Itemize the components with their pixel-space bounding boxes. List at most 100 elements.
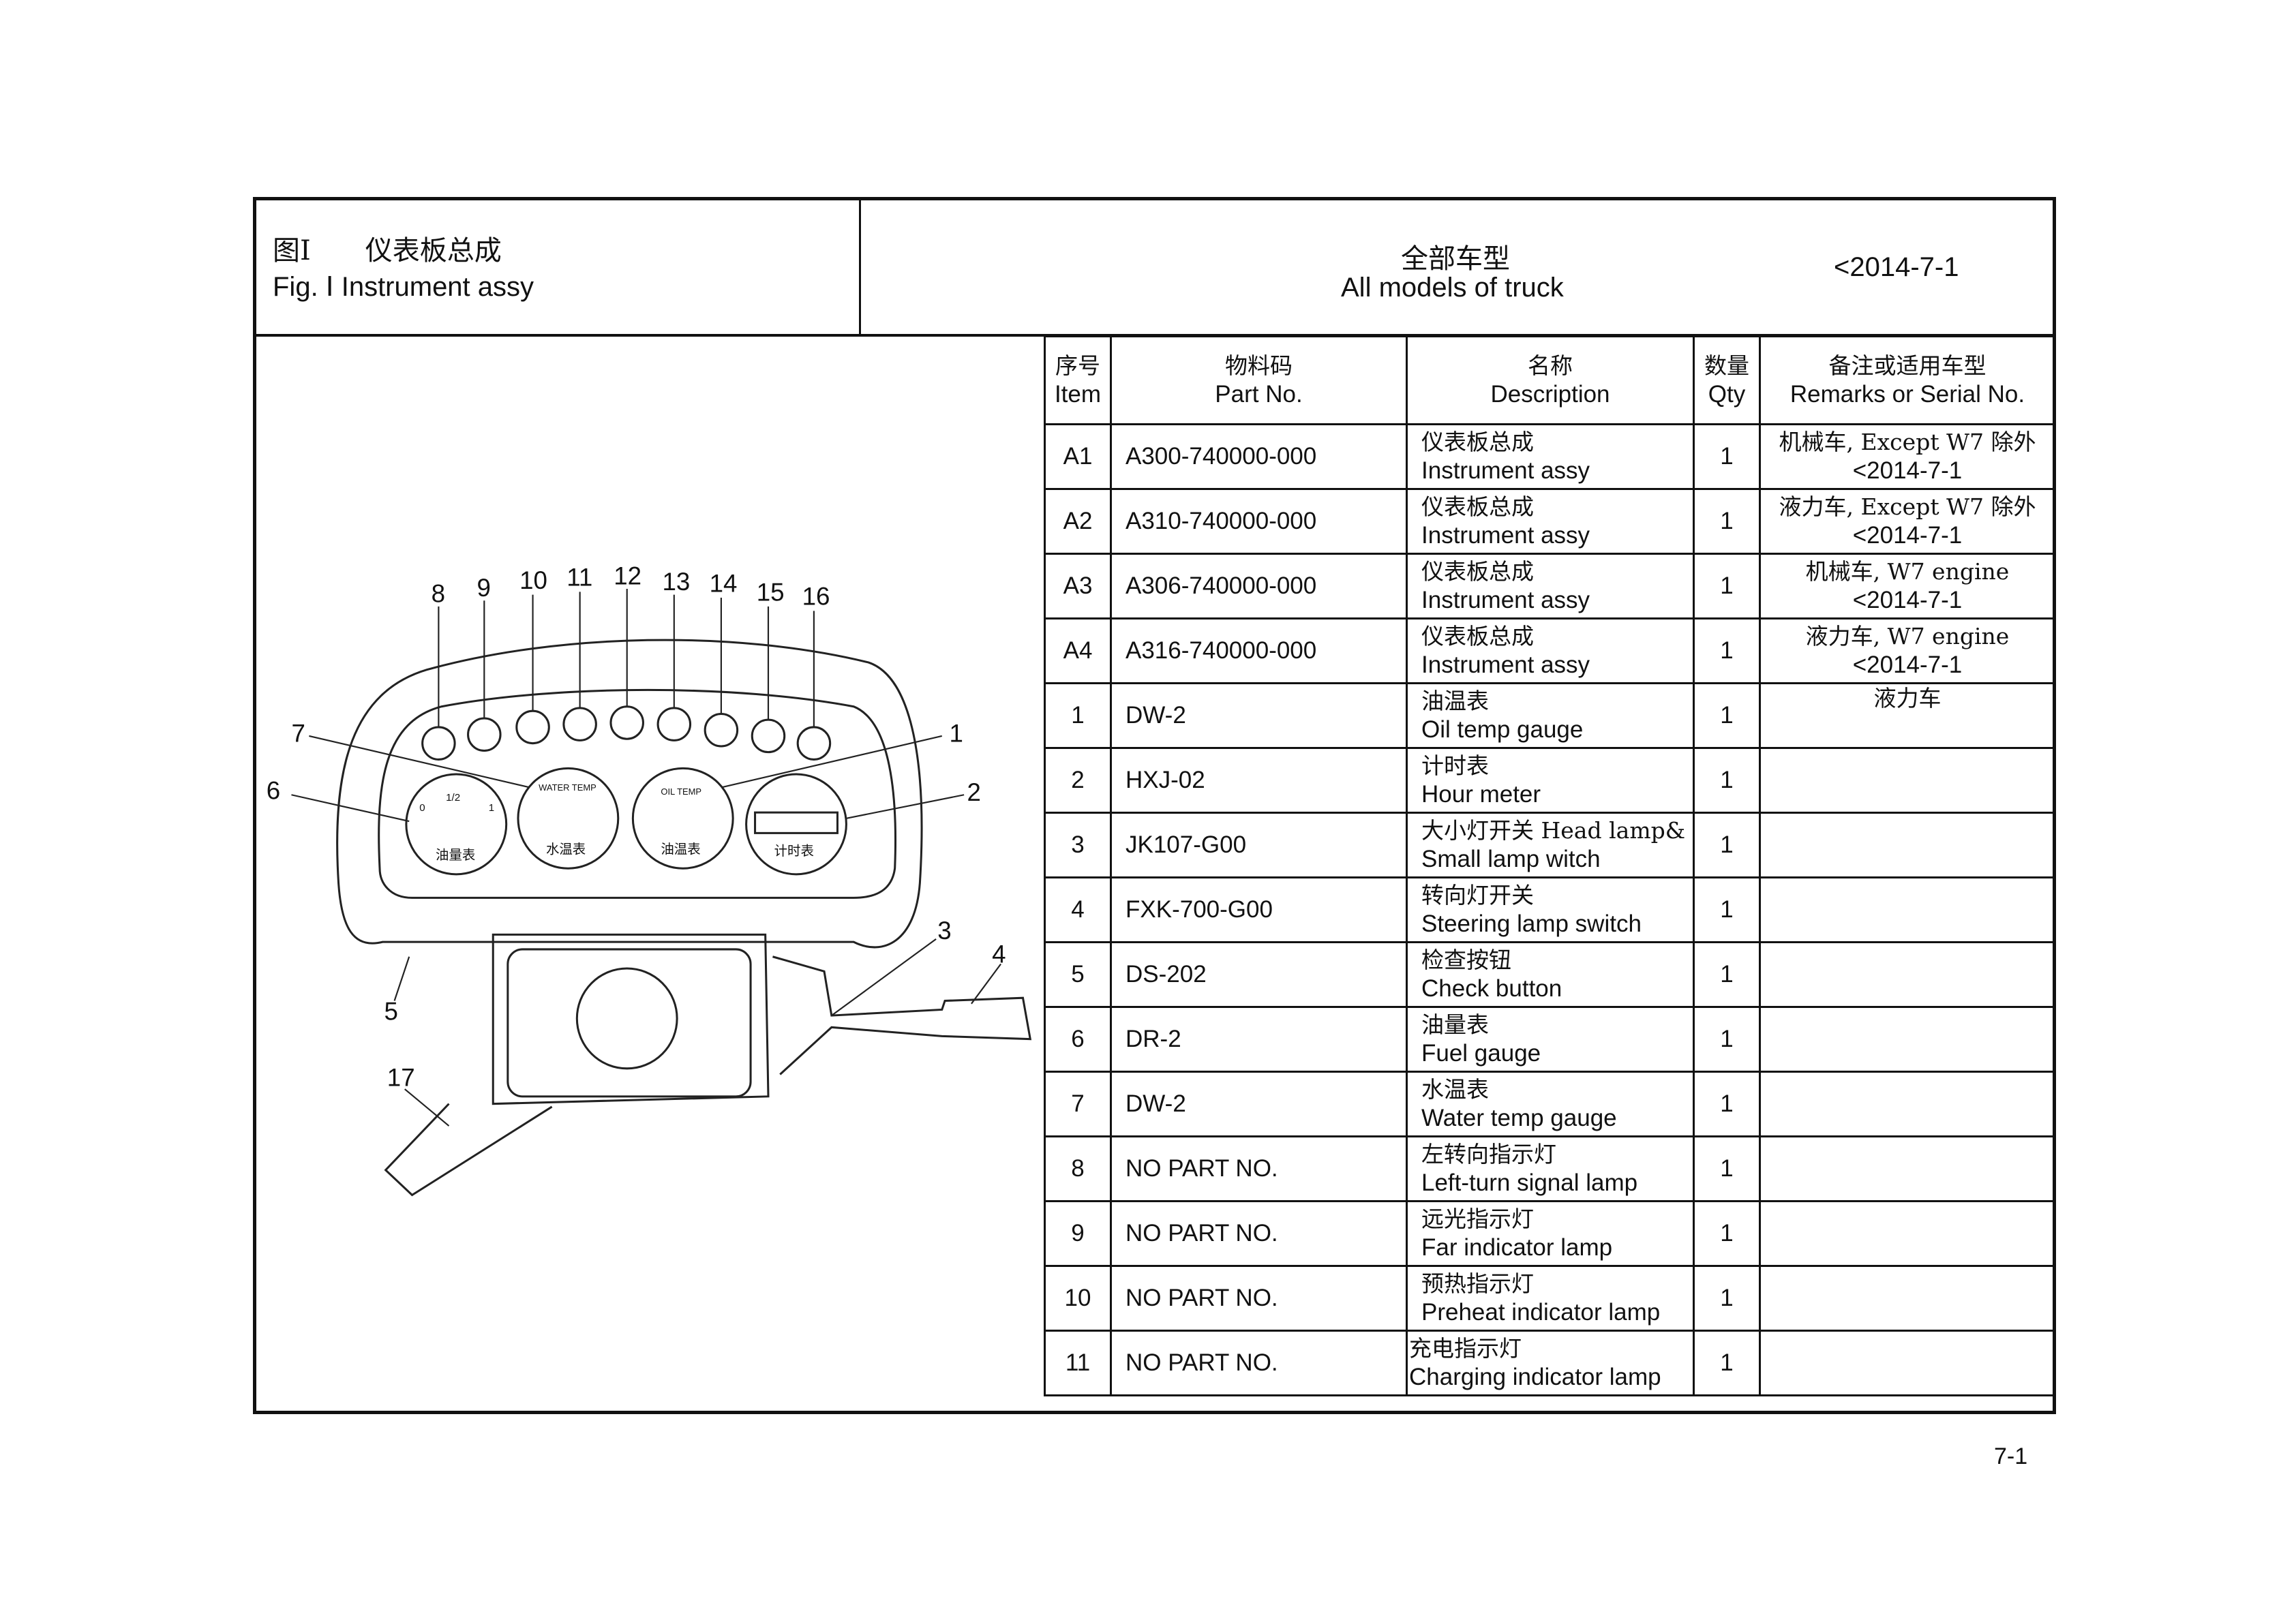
qty-cell: 1 bbox=[1693, 941, 1761, 1008]
part-no-cell: DW-2 bbox=[1110, 682, 1408, 749]
remarks-cell bbox=[1759, 1135, 2056, 1202]
remarks-cell: 液力车 bbox=[1759, 682, 2056, 749]
item-cell: 9 bbox=[1044, 1200, 1112, 1267]
part-no-cell: NO PART NO. bbox=[1110, 1265, 1408, 1332]
part-no-cell: NO PART NO. bbox=[1110, 1135, 1408, 1202]
qty-cell: 1 bbox=[1693, 488, 1761, 555]
item-cell: A3 bbox=[1044, 553, 1112, 619]
qty-cell: 1 bbox=[1693, 1330, 1761, 1396]
models-cn: 全部车型 bbox=[1401, 243, 1510, 275]
remarks-cell bbox=[1759, 812, 2056, 878]
item-cell: 2 bbox=[1044, 747, 1112, 814]
part-no-cell: FXK-700-G00 bbox=[1110, 876, 1408, 943]
remarks-cell: 机械车, W7 engine<2014-7-1 bbox=[1759, 553, 2056, 619]
qty-cell: 1 bbox=[1693, 553, 1761, 619]
figure-title-box bbox=[253, 197, 861, 335]
remarks-cell bbox=[1759, 876, 2056, 943]
qty-cell: 1 bbox=[1693, 1200, 1761, 1267]
models-en: All models of truck bbox=[1341, 273, 1564, 303]
item-cell: 4 bbox=[1044, 876, 1112, 943]
remarks-cell bbox=[1759, 941, 2056, 1008]
item-cell: 7 bbox=[1044, 1071, 1112, 1137]
remarks-cell bbox=[1759, 1071, 2056, 1137]
remarks-cell bbox=[1759, 1006, 2056, 1073]
remarks-cell bbox=[1759, 1200, 2056, 1267]
part-no-cell: DW-2 bbox=[1110, 1071, 1408, 1137]
remarks-cell bbox=[1759, 747, 2056, 814]
part-no-cell: DS-202 bbox=[1110, 941, 1408, 1008]
remarks-cell bbox=[1759, 1330, 2056, 1396]
qty-cell: 1 bbox=[1693, 682, 1761, 749]
header-divider bbox=[253, 334, 2056, 337]
qty-cell: 1 bbox=[1693, 812, 1761, 878]
qty-cell: 1 bbox=[1693, 1006, 1761, 1073]
item-cell: 5 bbox=[1044, 941, 1112, 1008]
remarks-cell: 液力车, Except W7 除外<2014-7-1 bbox=[1759, 488, 2056, 555]
figure-title-cn: 图Ⅰ 仪表板总成 bbox=[273, 235, 502, 266]
header-date: <2014-7-1 bbox=[1834, 252, 1959, 282]
qty-cell: 1 bbox=[1693, 1135, 1761, 1202]
item-cell: 10 bbox=[1044, 1265, 1112, 1332]
part-no-cell: NO PART NO. bbox=[1110, 1330, 1408, 1396]
item-cell: 8 bbox=[1044, 1135, 1112, 1202]
part-no-cell: JK107-G00 bbox=[1110, 812, 1408, 878]
part-no-cell: DR-2 bbox=[1110, 1006, 1408, 1073]
description-cell: 大小灯开关 Head lamp&Small lamp witch bbox=[1406, 812, 1695, 878]
qty-cell: 1 bbox=[1693, 1265, 1761, 1332]
qty-cell: 1 bbox=[1693, 617, 1761, 684]
figure-title-en: Fig. Ⅰ Instrument assy bbox=[273, 272, 534, 302]
part-no-cell: NO PART NO. bbox=[1110, 1200, 1408, 1267]
item-cell: A2 bbox=[1044, 488, 1112, 555]
part-no-cell: HXJ-02 bbox=[1110, 747, 1408, 814]
item-cell: 11 bbox=[1044, 1330, 1112, 1396]
item-cell: A4 bbox=[1044, 617, 1112, 684]
part-no-cell: A316-740000-000 bbox=[1110, 617, 1408, 684]
remarks-cell: 机械车, Except W7 除外<2014-7-1 bbox=[1759, 423, 2056, 490]
part-no-cell: A306-740000-000 bbox=[1110, 553, 1408, 619]
item-cell: 1 bbox=[1044, 682, 1112, 749]
qty-cell: 1 bbox=[1693, 876, 1761, 943]
item-cell: 6 bbox=[1044, 1006, 1112, 1073]
page-number: 7-1 bbox=[1994, 1443, 2028, 1469]
item-cell: A1 bbox=[1044, 423, 1112, 490]
qty-cell: 1 bbox=[1693, 423, 1761, 490]
qty-cell: 1 bbox=[1693, 1071, 1761, 1137]
qty-cell: 1 bbox=[1693, 747, 1761, 814]
part-no-cell: A310-740000-000 bbox=[1110, 488, 1408, 555]
remarks-cell: 液力车, W7 engine<2014-7-1 bbox=[1759, 617, 2056, 684]
